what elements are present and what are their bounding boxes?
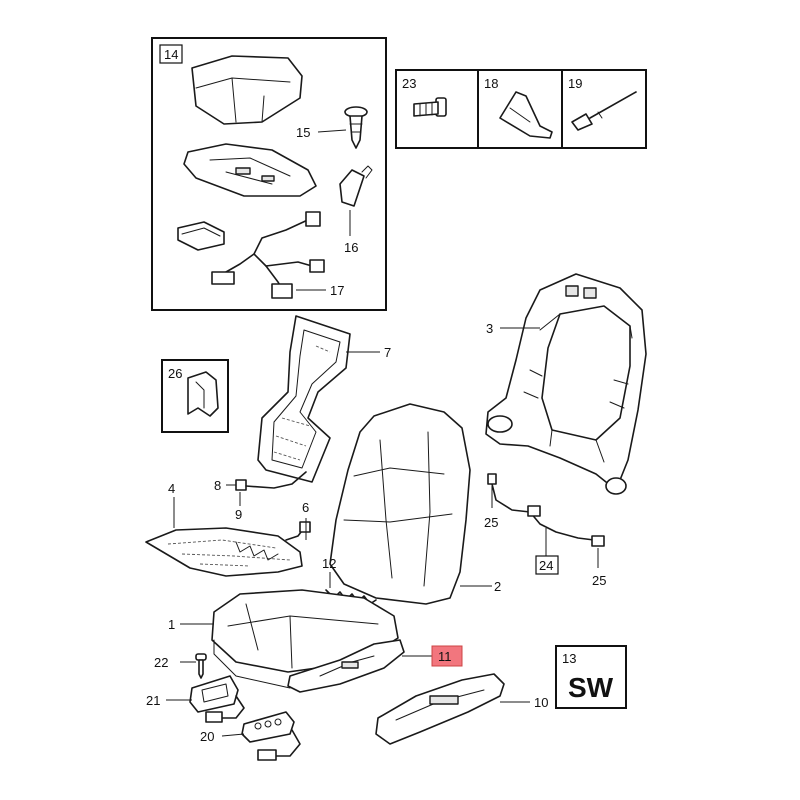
side-trim-10-part xyxy=(375,673,505,745)
switch-20-part xyxy=(241,711,301,761)
cushion-mat-4-part xyxy=(145,527,303,577)
switch-module-part xyxy=(177,221,225,251)
backrest-frame-3-part xyxy=(485,273,647,495)
callout-7: 7 xyxy=(384,345,391,360)
bolt-23-part xyxy=(413,97,447,117)
callout-11-highlight xyxy=(431,645,463,667)
side-trim-11-part xyxy=(287,639,405,693)
callout-23: 23 xyxy=(402,76,416,91)
callout-8: 8 xyxy=(214,478,221,493)
callout-24: 24 xyxy=(539,558,553,573)
hardware-box: 23 18 19 xyxy=(395,69,647,149)
callout-9: 9 xyxy=(235,507,242,522)
callout-2: 2 xyxy=(494,579,501,594)
variant-code: SW xyxy=(568,672,614,703)
callout-6: 6 xyxy=(302,500,309,515)
backrest-cover-2-part xyxy=(329,403,471,605)
backrest-heater-7-part xyxy=(257,315,351,483)
callout-13: 13 xyxy=(562,651,576,666)
clip-box-26: 26 xyxy=(161,359,229,433)
callout-26: 26 xyxy=(168,366,182,381)
callout-3: 3 xyxy=(486,321,493,336)
harness-17-part xyxy=(211,211,325,299)
callout-4: 4 xyxy=(168,481,175,496)
callout-14: 14 xyxy=(164,47,178,62)
callout-1: 1 xyxy=(168,617,175,632)
callout-11: 11 xyxy=(438,649,452,664)
seat-cushion-1-part xyxy=(211,589,399,689)
callout-15: 15 xyxy=(296,125,310,140)
clip-18-part xyxy=(499,91,553,139)
cushion-pad-part xyxy=(191,55,303,125)
callout-16: 16 xyxy=(344,240,358,255)
kit-box-14: 14 15 16 xyxy=(151,37,387,311)
callout-21: 21 xyxy=(146,693,160,708)
connector-16-part xyxy=(339,165,373,207)
cushion-heater-part xyxy=(183,143,317,197)
screw-22-part xyxy=(195,653,207,679)
callout-18: 18 xyxy=(484,76,498,91)
callout-20: 20 xyxy=(200,729,214,744)
callout-17: 17 xyxy=(330,283,344,298)
switch-21-part xyxy=(189,675,245,723)
callout-19: 19 xyxy=(568,76,582,91)
callout-12: 12 xyxy=(322,556,336,571)
clip-15-part xyxy=(344,106,368,149)
clip-26-part xyxy=(187,371,219,417)
callout-10: 10 xyxy=(534,695,548,710)
callout-22: 22 xyxy=(154,655,168,670)
variant-box-13: 13 SW xyxy=(555,645,627,709)
harness-25-part xyxy=(487,473,605,547)
callout-25-lower: 25 xyxy=(592,573,606,588)
connector-6-part xyxy=(285,521,311,541)
rivet-19-part xyxy=(571,91,637,131)
callout-25-upper: 25 xyxy=(484,515,498,530)
